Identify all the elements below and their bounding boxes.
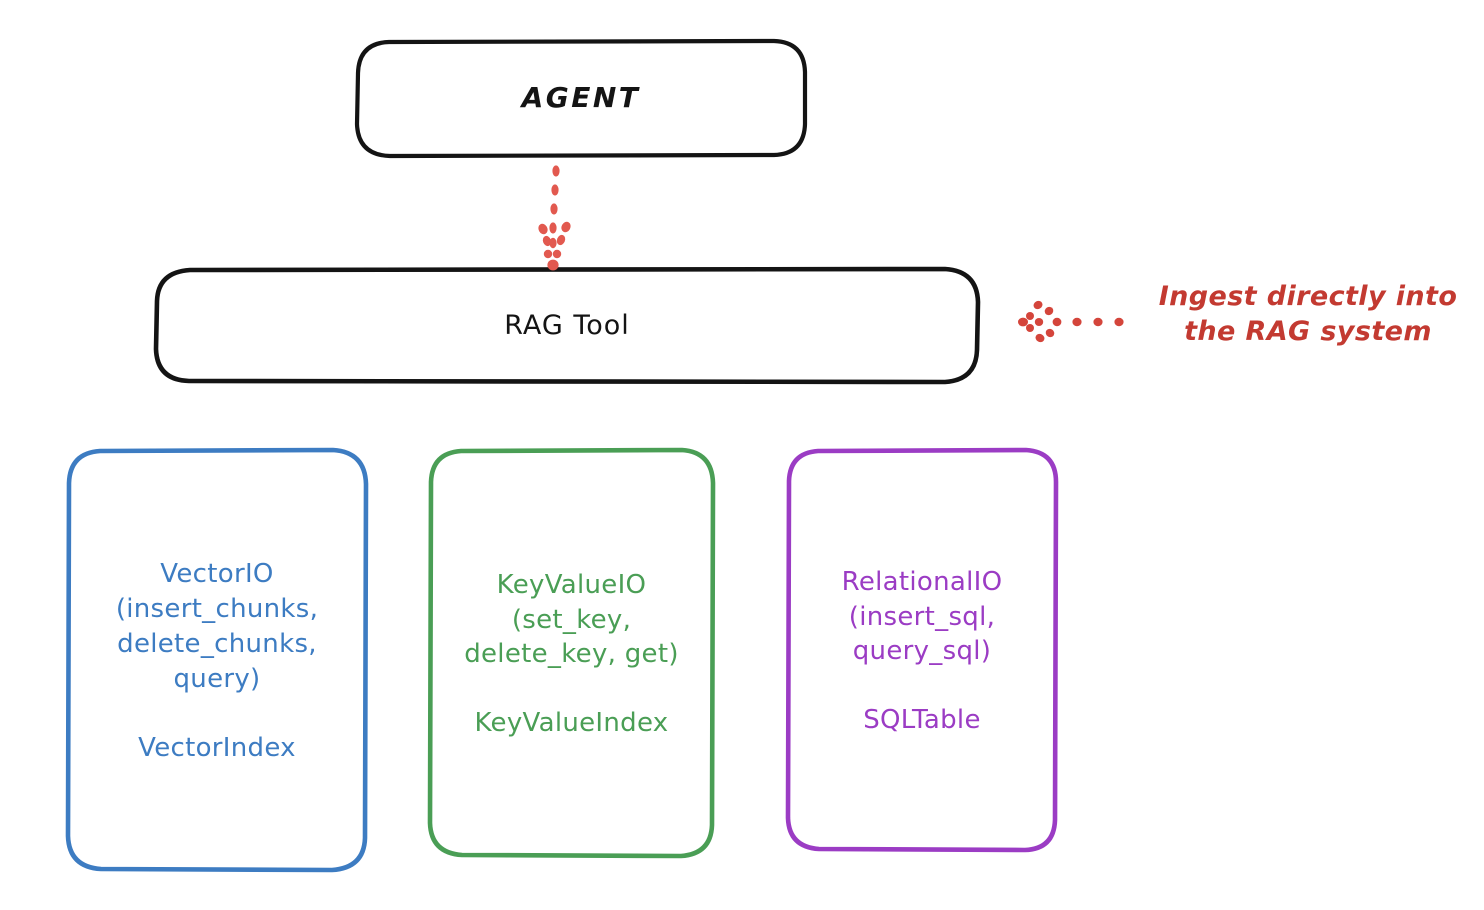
ingest-to-rag-tool-connector [1018,300,1124,343]
vector-store-box-outline [65,447,369,873]
agent-to-rag-tool-connector [538,165,571,271]
keyvalue-store-index: KeyValueIndex [474,708,669,739]
agent-label: AGENT [521,81,641,115]
vector-store-index: VectorIndex [138,732,296,763]
relational-store-box-outline [785,447,1059,853]
relational-store-index: SQLTable [863,705,981,736]
vector-store-node[interactable]: VectorIO (insert_chunks, delete_chunks, … [68,450,366,870]
agent-box-outline [354,38,808,159]
ingest-annotation-text: Ingest directly into the RAG system [1158,281,1458,348]
keyvalue-store-node[interactable]: KeyValueIO (set_key, delete_key, get) Ke… [430,450,713,856]
vector-store-title: VectorIO (insert_chunks, delete_chunks, … [115,559,319,694]
keyvalue-store-title: KeyValueIO (set_key, delete_key, get) [464,569,679,670]
relational-store-title: RelationalIO (insert_sql, query_sql) [841,566,1003,667]
rag-tool-node[interactable]: RAG Tool [156,269,978,382]
rag-tool-box-outline [153,266,981,385]
relational-store-node[interactable]: RelationalIO (insert_sql, query_sql) SQL… [788,450,1056,850]
rag-tool-label: RAG Tool [504,309,630,341]
agent-node[interactable]: AGENT [357,41,805,156]
keyvalue-store-box-outline [427,447,716,859]
